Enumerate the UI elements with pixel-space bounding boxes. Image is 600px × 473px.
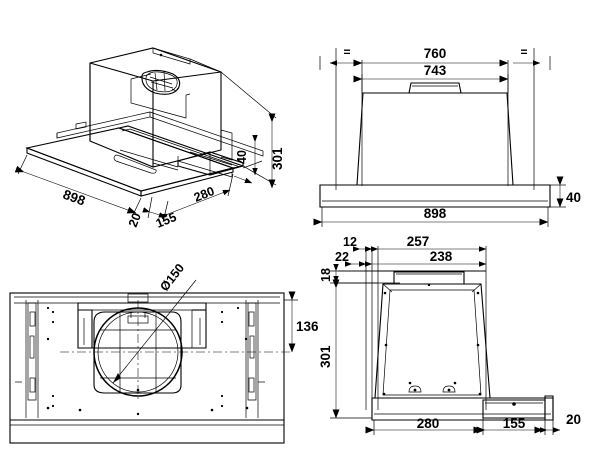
front-elevation-dimensions xyxy=(313,56,566,227)
side-dim-18: 18 xyxy=(319,268,333,282)
side-dim-155: 155 xyxy=(503,416,526,431)
iso-dim-301: 301 xyxy=(270,147,285,170)
front-dim-743: 743 xyxy=(424,63,447,78)
front-equal-mark-left: = xyxy=(343,45,350,59)
plan-dim-diameter: Ø150 xyxy=(157,261,187,294)
side-dim-22: 22 xyxy=(335,250,349,264)
side-section-geometry xyxy=(330,246,554,421)
front-dim-40: 40 xyxy=(566,190,581,205)
iso-dim-280: 280 xyxy=(192,184,217,205)
isometric-dimensions xyxy=(14,71,277,223)
front-dim-898: 898 xyxy=(424,206,447,221)
iso-dim-40: 40 xyxy=(235,150,249,164)
front-equal-mark-right: = xyxy=(520,45,527,59)
side-dim-280: 280 xyxy=(417,416,440,431)
side-dim-20: 20 xyxy=(566,412,581,427)
front-dim-760: 760 xyxy=(424,46,447,61)
isometric-view-geometry xyxy=(25,47,264,197)
iso-dim-20: 20 xyxy=(126,211,144,229)
side-section-dimensions xyxy=(330,246,561,435)
side-dim-257: 257 xyxy=(407,234,430,249)
plan-dim-136: 136 xyxy=(296,319,319,334)
bottom-plan-geometry xyxy=(9,279,290,444)
iso-dim-898: 898 xyxy=(61,187,88,209)
side-dim-238: 238 xyxy=(430,249,453,264)
side-dim-301: 301 xyxy=(318,345,333,368)
side-dim-12: 12 xyxy=(343,235,357,249)
iso-dim-155: 155 xyxy=(154,210,179,231)
bottom-plan-dimensions xyxy=(284,291,298,353)
